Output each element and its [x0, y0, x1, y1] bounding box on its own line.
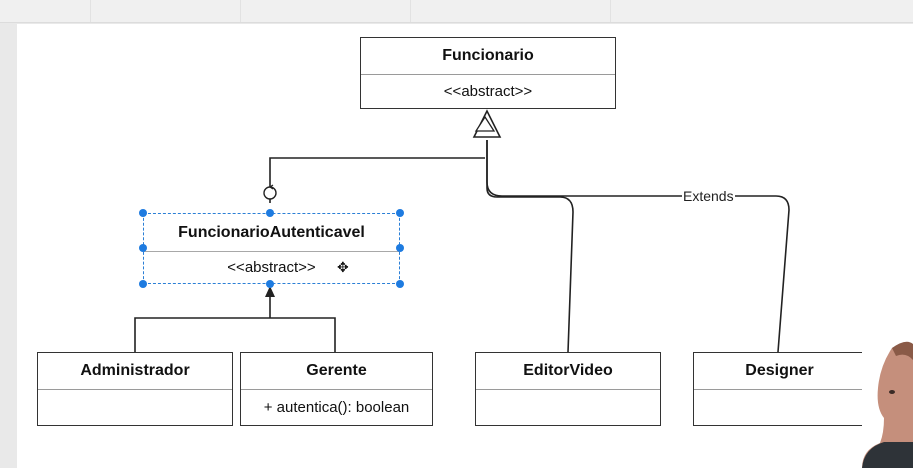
class-name: FuncionarioAutenticavel: [144, 214, 399, 252]
toolbar-segment: [240, 0, 411, 22]
generalization-connector-administrador[interactable]: [134, 291, 336, 352]
class-stereotype: <<abstract>>: [227, 258, 316, 276]
class-administrador[interactable]: Administrador: [37, 352, 233, 426]
class-name: EditorVideo: [476, 353, 660, 390]
toolbar-segment: [410, 0, 611, 22]
class-editor-video[interactable]: EditorVideo: [475, 352, 661, 426]
resize-handle-top-left[interactable]: [139, 209, 147, 217]
resize-handle-middle-right[interactable]: [396, 244, 404, 252]
top-toolbar: [0, 0, 913, 23]
resize-handle-top-right[interactable]: [396, 209, 404, 217]
class-funcionario[interactable]: Funcionario <<abstract>>: [360, 37, 616, 109]
class-body: [38, 390, 232, 424]
webcam-presenter: [862, 338, 913, 468]
class-funcionario-autenticavel[interactable]: FuncionarioAutenticavel <<abstract>>: [143, 213, 400, 284]
class-name: Designer: [694, 353, 865, 390]
toolbar-segment: [0, 0, 91, 22]
resize-handle-middle-left[interactable]: [139, 244, 147, 252]
realization-connector[interactable]: [269, 157, 485, 203]
generalization-connector-editorvideo[interactable]: [486, 140, 574, 353]
generalization-connector-designer[interactable]: [486, 140, 790, 353]
class-name: Gerente: [241, 353, 432, 390]
resize-handle-bottom-left[interactable]: [139, 280, 147, 288]
toolbar-segment: [90, 0, 241, 22]
rotate-icon[interactable]: [263, 184, 277, 200]
inheritance-arrowhead: [474, 115, 496, 132]
resize-handle-top-center[interactable]: [266, 209, 274, 217]
four-arrows-move-icon[interactable]: ✥: [337, 259, 349, 275]
class-gerente[interactable]: Gerente + autentica(): boolean: [240, 352, 433, 426]
class-name: Funcionario: [361, 38, 615, 75]
extends-label[interactable]: Extends: [682, 188, 735, 204]
class-body: [694, 390, 865, 424]
class-designer[interactable]: Designer: [693, 352, 866, 426]
class-method: + autentica(): boolean: [263, 398, 410, 416]
resize-handle-bottom-right[interactable]: [396, 280, 404, 288]
class-body: [476, 390, 660, 424]
class-name: Administrador: [38, 353, 232, 390]
resize-handle-bottom-center[interactable]: [266, 280, 274, 288]
class-stereotype: <<abstract>>: [443, 82, 533, 100]
arrowhead-icon: [265, 286, 275, 297]
